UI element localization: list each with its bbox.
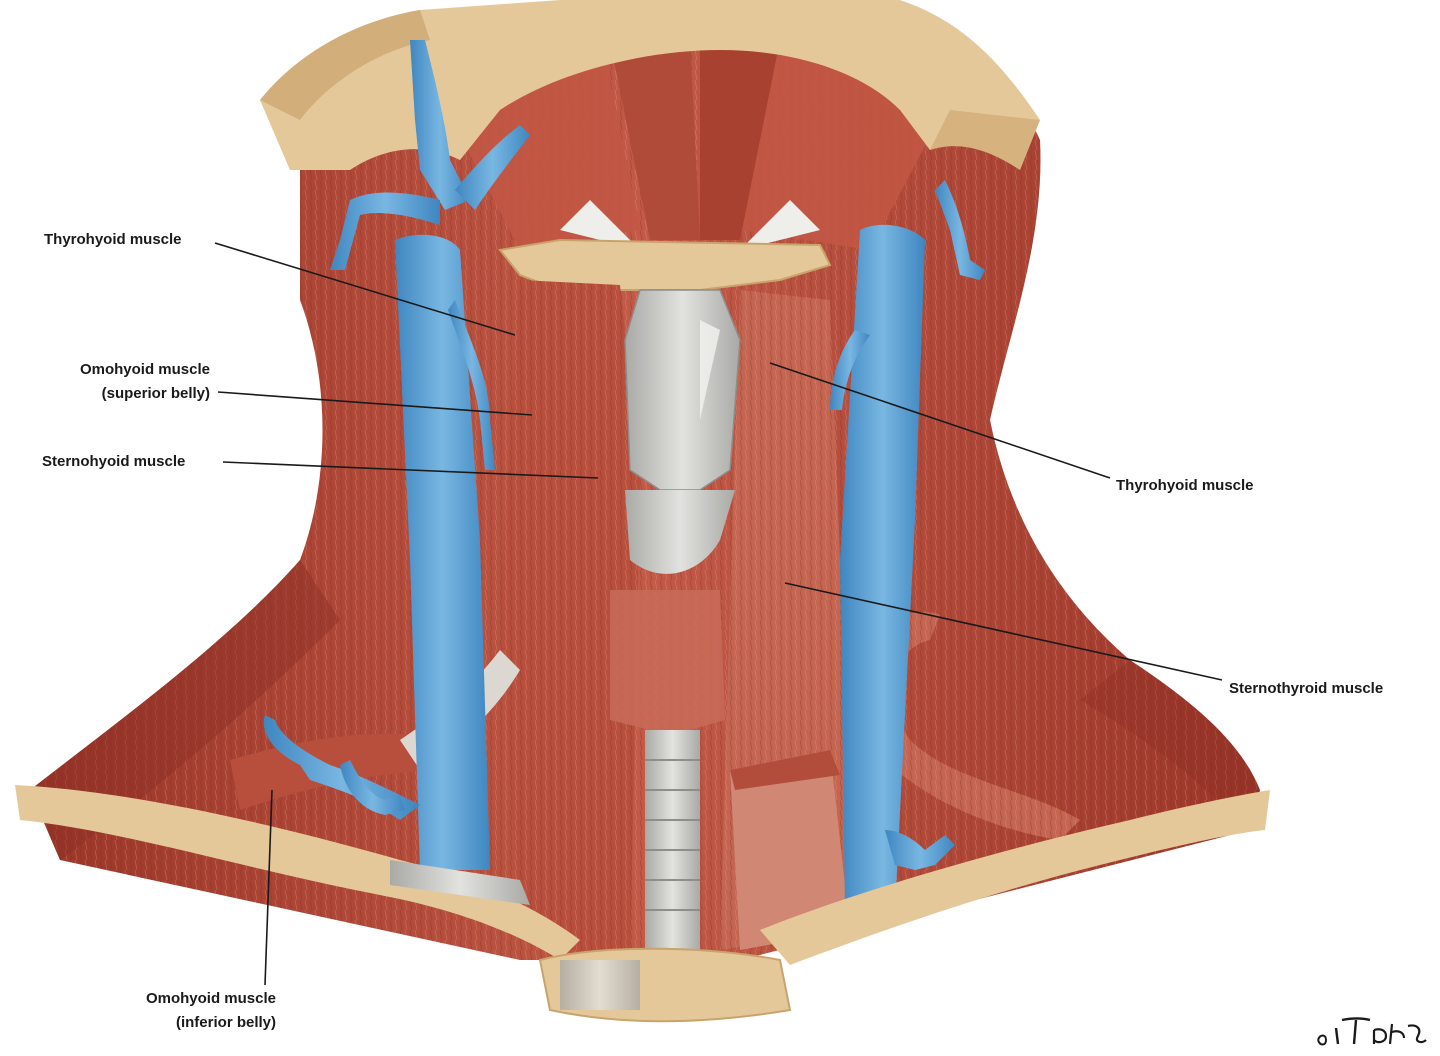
label-omohyoid-superior: Omohyoid muscle (superior belly) (79, 361, 210, 402)
leader-thyrohyoid-left (214, 242, 516, 336)
hyoid-bone (498, 238, 832, 291)
trachea (645, 730, 700, 950)
label-thyrohyoid-right: Thyrohyoid muscle (1116, 477, 1254, 494)
leader-lines (214, 242, 1223, 986)
label-sternothyroid: Sternothyroid muscle (1229, 680, 1384, 697)
clavicle-right (760, 790, 1270, 965)
mandible (260, 0, 1040, 170)
leader-sternothyroid (784, 582, 1223, 681)
leader-omohyoid-superior (217, 391, 533, 416)
label-sternohyoid: Sternohyoid muscle (42, 453, 186, 470)
cricoid-cartilage (625, 490, 735, 574)
thyroid-gland (610, 590, 725, 730)
artist-signature-icon (1317, 1017, 1427, 1046)
internal-jugular-right (840, 224, 925, 910)
label-omohyoid-inferior: Omohyoid muscle (inferior belly) (145, 990, 276, 1031)
sternothyroid-cut (730, 750, 850, 950)
label-thyrohyoid-left: Thyrohyoid muscle (44, 231, 182, 248)
leader-sternohyoid (222, 461, 599, 479)
leader-thyrohyoid-right (769, 362, 1111, 479)
leader-omohyoid-inferior (264, 789, 273, 986)
internal-jugular-left (395, 234, 490, 870)
clavicle-left (15, 785, 580, 960)
thyroid-cartilage (624, 289, 741, 491)
